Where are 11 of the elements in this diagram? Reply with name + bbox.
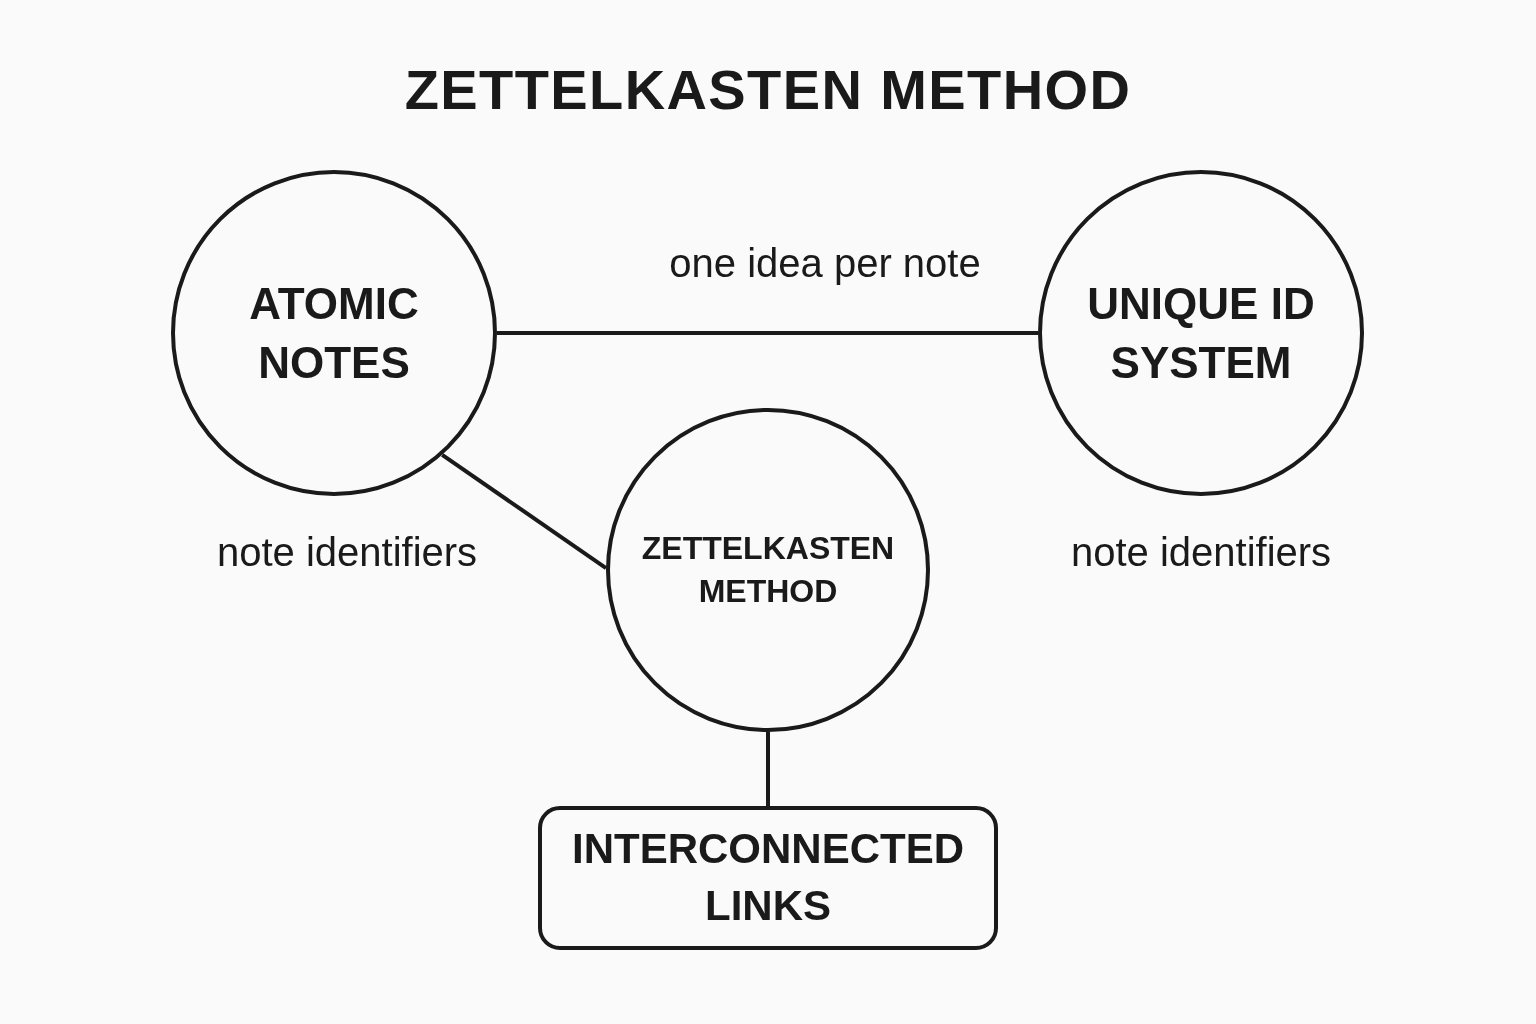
node-label: ATOMIC NOTES bbox=[248, 277, 420, 389]
connector-line bbox=[497, 331, 1038, 335]
node-label: ZETTELKASTEN METHOD bbox=[640, 528, 896, 611]
annotation-text: note identifiers bbox=[1070, 532, 1332, 572]
annotation-text: note identifiers bbox=[216, 532, 478, 572]
diagram-title: ZETTELKASTEN METHOD bbox=[403, 62, 1133, 118]
connector-line bbox=[766, 732, 770, 806]
node-label: INTERCONNECTED LINKS bbox=[571, 824, 965, 931]
connector-line bbox=[441, 453, 608, 570]
concept-box bbox=[538, 806, 998, 950]
node-label: UNIQUE ID SYSTEM bbox=[1086, 277, 1316, 389]
